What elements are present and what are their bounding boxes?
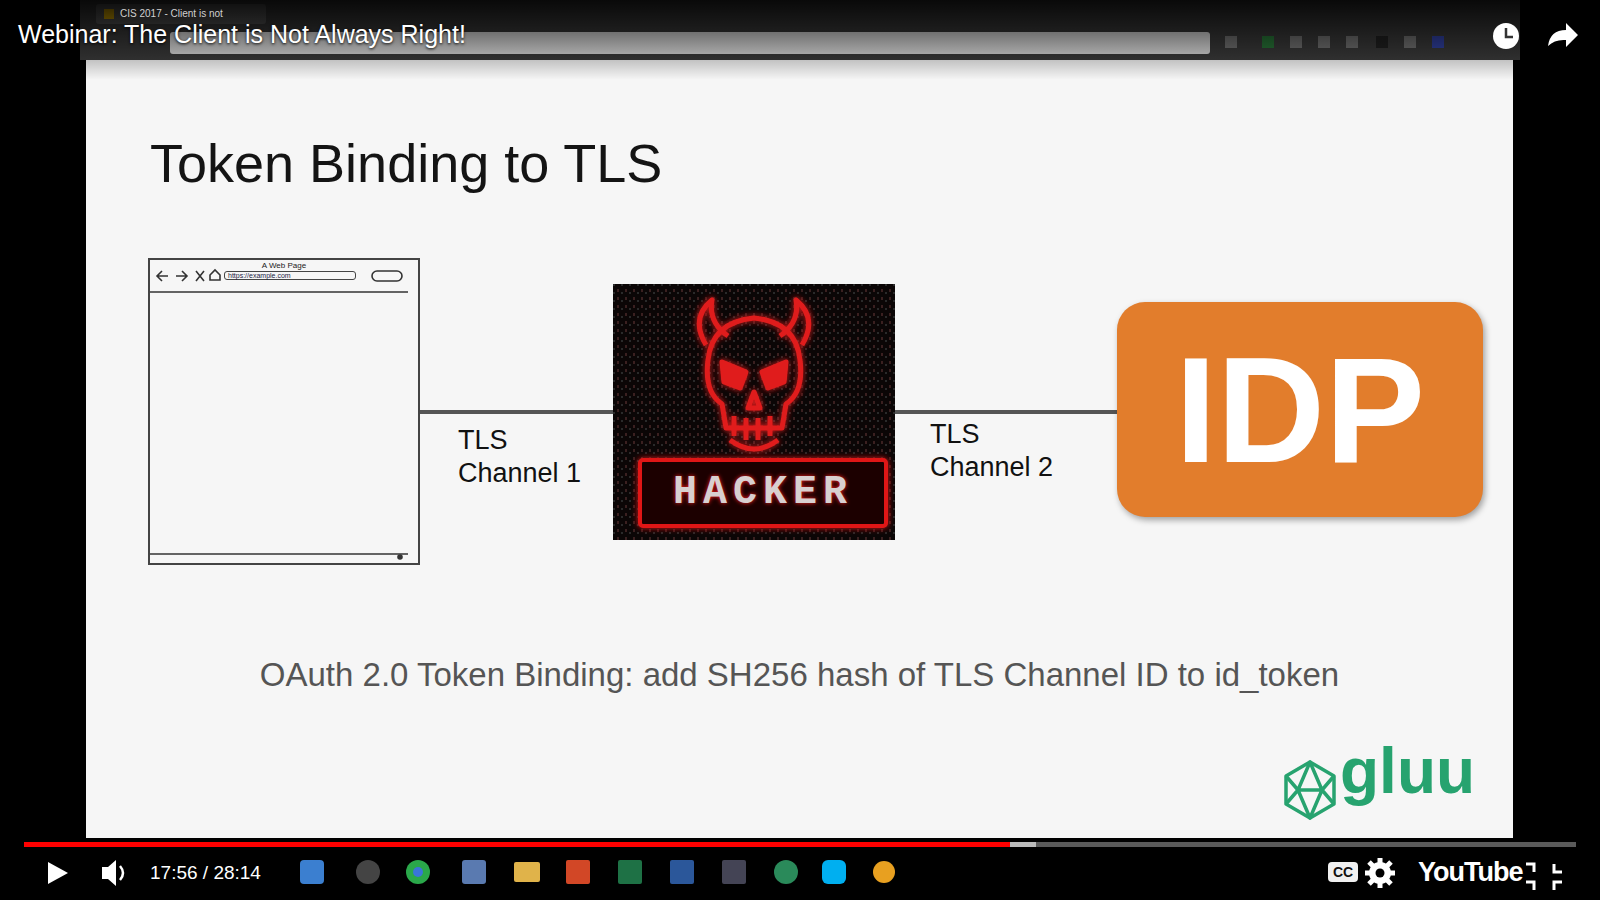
share-icon [1548, 23, 1578, 47]
slide-caption: OAuth 2.0 Token Binding: add SH256 hash … [86, 656, 1513, 694]
slide-title: Token Binding to TLS [150, 132, 662, 194]
exit-fullscreen-icon [1526, 864, 1562, 890]
browser-window: A Web Pagehttps://example.com [148, 258, 420, 565]
progress-buffered [1010, 842, 1036, 847]
idp-box: IDP [1117, 302, 1483, 517]
slide-ground [86, 60, 1513, 838]
browser-window-icons [148, 270, 408, 559]
player-control-bar [0, 838, 1600, 900]
hacker-box: HACKER [613, 284, 895, 540]
player-top-shade [0, 0, 1600, 80]
address-url: https://example.com [224, 271, 356, 280]
channel-label: TLS Channel 1 [458, 424, 598, 490]
taskbar-icons [300, 860, 895, 884]
video-title: Webinar: The Client is Not Always Right! [18, 20, 466, 49]
gluu-logo-mark [1286, 762, 1334, 818]
watch-later-icon [1493, 23, 1519, 49]
captions-button: CC [1328, 862, 1358, 882]
play-icon [48, 862, 68, 884]
progress-played [24, 842, 1010, 847]
window-title: A Web Page [150, 261, 418, 270]
tls-channel-1-line [420, 410, 613, 414]
hacker-word: HACKER [640, 460, 886, 526]
tls-channel-2-line [895, 410, 1117, 414]
settings-gear-icon [1365, 858, 1395, 888]
gluu-wordmark: gluu [1340, 734, 1475, 808]
volume-icon [102, 860, 123, 886]
hacker-illustration [613, 284, 895, 540]
video-time: 17:56 / 28:14 [150, 862, 261, 884]
progress-track [24, 842, 1576, 847]
idp-label: IDP [1117, 335, 1483, 485]
channel-label: TLS Channel 2 [930, 418, 1070, 484]
youtube-logo: YouTube [1418, 857, 1522, 888]
browser-tab-title: CIS 2017 - Client is not [120, 8, 223, 19]
